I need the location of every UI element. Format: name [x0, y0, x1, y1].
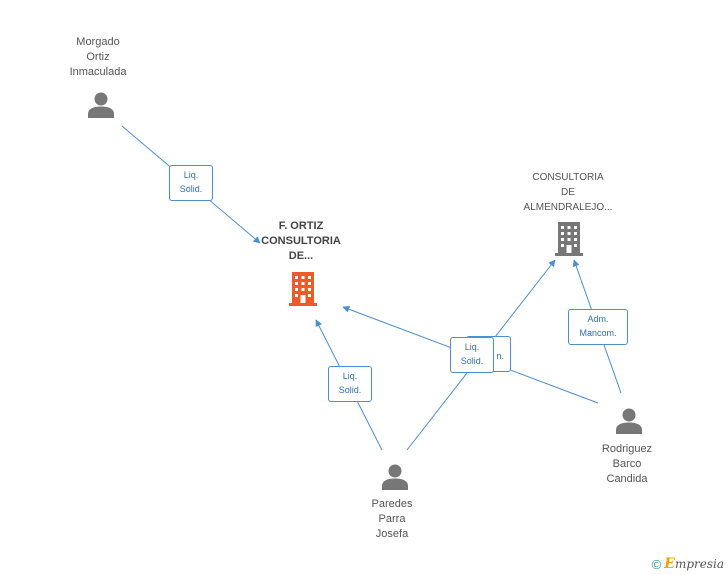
empresia-logo[interactable]: © Empresia: [652, 556, 724, 572]
edge-label-paredes-almendralejo[interactable]: Liq. Solid.: [450, 337, 494, 373]
edge-label-paredes-ortiz[interactable]: Liq. Solid.: [328, 366, 372, 402]
building-icon[interactable]: [287, 270, 319, 306]
node-label-paredes[interactable]: Paredes Parra Josefa: [371, 498, 413, 540]
node-label-ortiz-consultoria[interactable]: F. ORTIZ CONSULTORIA DE...: [261, 220, 341, 262]
edge-label-morgado-ortiz[interactable]: Liq. Solid.: [169, 165, 213, 201]
edge-label-rodriguez-almendralejo[interactable]: Adm. Mancom.: [568, 309, 628, 345]
node-label-rodriguez[interactable]: Rodriguez Barco Candida: [601, 443, 653, 485]
person-icon[interactable]: [380, 462, 410, 492]
brand-name: mpresia: [674, 557, 724, 571]
node-label-morgado[interactable]: Morgado Ortiz Inmaculada: [69, 36, 127, 78]
brand-initial: E: [664, 556, 675, 572]
person-icon[interactable]: [614, 406, 644, 436]
person-icon[interactable]: [86, 90, 116, 120]
building-icon[interactable]: [553, 220, 585, 256]
copyright-symbol: ©: [651, 556, 662, 572]
node-label-almendralejo[interactable]: CONSULTORIA DE ALMENDRALEJO...: [523, 172, 613, 213]
